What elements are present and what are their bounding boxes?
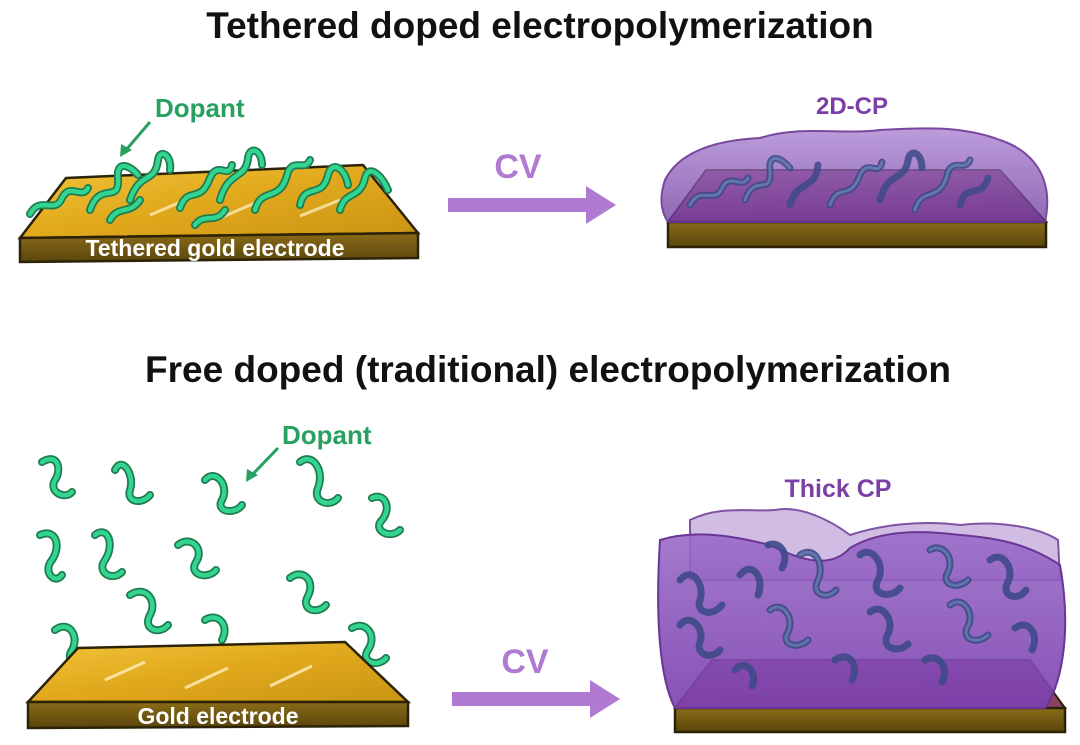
tethered-dopant-chains-highlight xyxy=(27,148,391,228)
top-electrode-label: Tethered gold electrode xyxy=(85,235,344,261)
bottom-electrode-label: Gold electrode xyxy=(137,703,298,729)
top-product xyxy=(660,127,1049,249)
top-title: Tethered doped electropolymerization xyxy=(206,5,873,46)
product-electrode-side xyxy=(666,220,1048,249)
bottom-product xyxy=(657,508,1067,734)
top-dopant-label: Dopant xyxy=(155,93,245,123)
bottom-dopant-pointer-head xyxy=(246,469,258,482)
top-dopant-pointer-head xyxy=(120,144,132,157)
product-2d-cp-layer xyxy=(660,127,1049,223)
bottom-arrow-label: CV xyxy=(501,643,549,681)
top-cv-arrow xyxy=(448,186,616,224)
gold-electrode-shine xyxy=(104,660,313,690)
bottom-product-label: Thick CP xyxy=(785,475,892,503)
electrode-side-face xyxy=(18,231,420,264)
free-dopant-chains xyxy=(36,455,404,668)
top-product-label: 2D-CP xyxy=(816,93,888,120)
top-arrow-label: CV xyxy=(494,148,542,186)
gold-electrode xyxy=(25,640,412,730)
bottom-dopant-label: Dopant xyxy=(282,420,372,450)
bottom-cv-arrow xyxy=(452,680,620,718)
top-dopant-pointer xyxy=(124,121,152,151)
thick-product-electrode-side xyxy=(673,706,1067,734)
bottom-dopant-pointer xyxy=(250,446,280,477)
bottom-title: Free doped (traditional) electropolymeri… xyxy=(145,349,951,390)
free-dopant-chains-highlight xyxy=(37,456,403,666)
gold-electrode-side-face xyxy=(26,700,410,730)
